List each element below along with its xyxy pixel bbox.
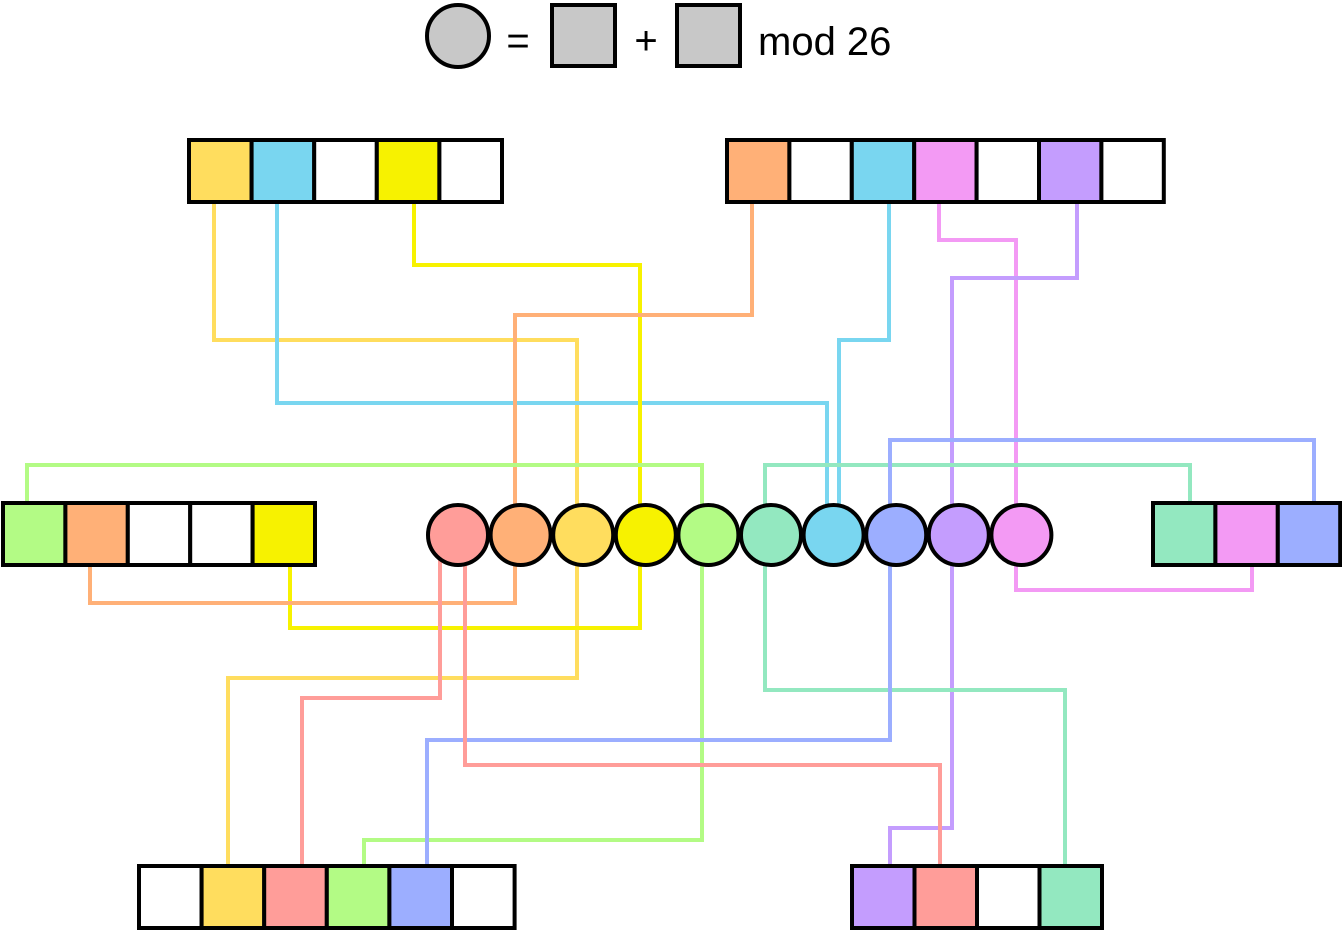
sky-wire-5: [837, 203, 891, 535]
top-right-square-group: [725, 138, 1166, 204]
legend-equals-sign: =: [506, 19, 529, 63]
red-wire-12: [463, 535, 942, 866]
bottom-right-cell-3-empty: [975, 864, 1042, 930]
legend-square-symbol-1: [550, 3, 617, 68]
circle-8-blue: [864, 503, 929, 567]
top-right-cell-5-empty: [974, 138, 1041, 204]
center-circles: [426, 503, 1054, 567]
bottom-right-cell-1-purple: [850, 864, 917, 930]
bottom-left-cell-4-green: [324, 864, 392, 930]
mid-left-cell-2-orange: [63, 501, 130, 567]
circle-4-yellow: [613, 503, 678, 567]
bottom-left-cell-2-gold: [199, 864, 267, 930]
mid-left-cell-4-empty: [188, 501, 255, 567]
red-wire-11: [300, 535, 442, 866]
top-left-cell-3-empty: [312, 138, 379, 204]
top-right-cell-7-empty: [1099, 138, 1166, 204]
circle-3-gold: [551, 503, 616, 567]
legend-circle-symbol: [425, 3, 491, 69]
circle-5-green: [676, 503, 741, 567]
top-right-cell-2-empty: [787, 138, 854, 204]
circle-6-teal: [739, 503, 803, 567]
top-left-cell-2-sky: [249, 138, 317, 204]
legend-modulus-text: mod 26: [758, 20, 891, 64]
circle-1-red: [426, 503, 490, 567]
top-right-cell-6-purple: [1037, 138, 1104, 204]
top-left-square-group: [187, 138, 504, 204]
top-left-cell-1-gold: [187, 138, 254, 204]
legend: = + mod 26: [425, 3, 891, 69]
legend-square-symbol-2: [675, 3, 742, 68]
sky-wire-2: [275, 203, 829, 535]
top-left-cell-4-yellow: [374, 138, 442, 204]
circle-10-pink: [989, 503, 1054, 567]
bottom-left-cell-5-blue: [387, 864, 454, 930]
circle-7-sky: [801, 503, 866, 567]
circle-9-purple: [926, 503, 991, 567]
square-groups: [1, 138, 1342, 930]
mid-left-cell-1-green: [1, 501, 68, 567]
top-right-cell-3-sky: [849, 138, 917, 204]
bottom-left-square-group: [137, 864, 517, 930]
top-right-cell-4-pink: [912, 138, 979, 204]
bottom-left-cell-6-empty: [450, 864, 517, 930]
bottom-left-cell-3-red: [262, 864, 329, 930]
bottom-left-cell-1-empty: [137, 864, 204, 930]
mid-right-square-group: [1151, 501, 1342, 567]
bottom-right-cell-2-red: [912, 864, 979, 930]
top-left-cell-5-empty: [437, 138, 504, 204]
mid-left-square-group: [1, 501, 318, 567]
mid-right-cell-2-pink: [1213, 501, 1280, 567]
mid-left-cell-3-empty: [125, 501, 193, 567]
mid-right-cell-3-blue: [1275, 501, 1342, 567]
bottom-right-square-group: [850, 864, 1104, 930]
bottom-right-cell-4-teal: [1037, 864, 1104, 930]
top-right-cell-1-orange: [725, 138, 792, 204]
legend-plus-sign: +: [634, 19, 657, 63]
mid-left-cell-5-yellow: [250, 501, 318, 567]
mid-right-cell-1-teal: [1151, 501, 1218, 567]
circle-2-orange: [488, 503, 553, 567]
